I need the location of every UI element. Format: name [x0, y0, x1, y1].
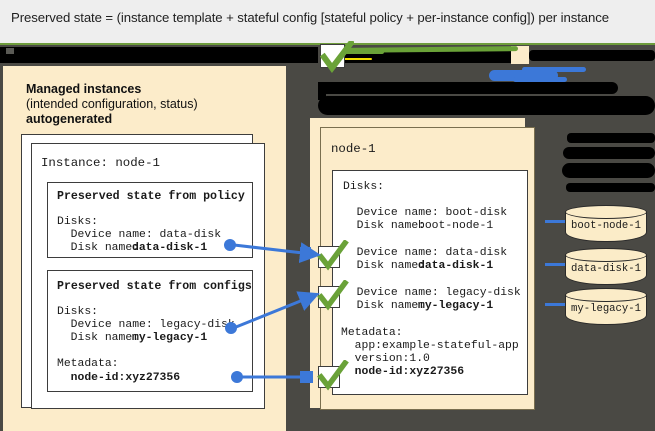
check-box-node-id [318, 366, 340, 388]
policy-box-device-name: Device name: data-disk [57, 229, 222, 241]
runtime-entry-2-disk-prefix: Disk name: [343, 300, 432, 312]
redaction-bar-top-right-b [529, 50, 655, 61]
preserved-state-configs-box [47, 270, 253, 392]
yellow-underline-stroke [342, 58, 372, 60]
redaction-right-2 [563, 147, 655, 159]
runtime-entry-2-device: Device name: legacy-disk [343, 287, 521, 299]
runtime-disks-label: Disks: [343, 181, 385, 193]
managed-instances-title: Managed instances [26, 82, 142, 96]
blue-scribble-a [489, 70, 558, 81]
disk-link-data [545, 263, 570, 266]
disk-cylinder-legacy: my-legacy-1 [565, 288, 647, 328]
redaction-bar-top-left-small [6, 48, 14, 54]
runtime-entry-0-disk-value: boot-node-1 [418, 220, 494, 232]
redaction-right-1 [567, 133, 655, 143]
policy-box-disk-name-value: data-disk-1 [132, 242, 208, 254]
disk-top-data [565, 248, 647, 262]
configs-box-disk-name-value: my-legacy-1 [132, 332, 208, 344]
runtime-entry-1-device: Device name: data-disk [343, 247, 508, 259]
blue-scribble-c [513, 77, 567, 82]
redaction-right-4 [566, 183, 655, 192]
policy-box-disks-label: Disks: [57, 216, 99, 228]
caption-strip: Preserved state = (instance template + s… [0, 0, 655, 45]
redaction-bar-row2-b [318, 96, 655, 115]
disk-label-legacy: my-legacy-1 [571, 303, 641, 315]
redaction-notch [318, 82, 326, 100]
redaction-bar-top-left [0, 47, 318, 63]
runtime-entry-0-disk-prefix: Disk name: [343, 220, 432, 232]
runtime-entry-1-disk-prefix: Disk name: [343, 260, 432, 272]
disk-link-boot [545, 220, 570, 223]
configs-box-title: Preserved state from configs [57, 280, 252, 293]
redaction-right-3 [562, 163, 655, 178]
configs-box-metadata-label: Metadata: [57, 358, 119, 370]
check-box-data-disk [318, 246, 340, 268]
configs-box-metadata-value: node-id:xyz27356 [57, 372, 181, 384]
runtime-instance-name: node-1 [331, 142, 376, 156]
managed-instances-subtitle: (intended configuration, status) [26, 97, 198, 111]
green-highlight-stroke-2 [334, 50, 384, 54]
disk-cylinder-boot: boot-node-1 [565, 205, 647, 245]
disk-link-legacy [545, 303, 570, 306]
disk-cylinder-data: data-disk-1 [565, 248, 647, 288]
disk-top-boot [565, 205, 647, 219]
runtime-disks-box [332, 170, 528, 395]
configs-box-disks-label: Disks: [57, 306, 99, 318]
runtime-metadata-label: Metadata: [341, 327, 403, 339]
runtime-metadata-node-id: node-id:xyz27356 [341, 366, 465, 378]
configs-box-disk-name-prefix: Disk name: [57, 332, 146, 344]
check-box-legacy-disk [318, 286, 340, 308]
caption-text: Preserved state = (instance template + s… [11, 10, 609, 25]
runtime-metadata-line-0: app:example-stateful-app [341, 340, 519, 352]
policy-box-title: Preserved state from policy [57, 190, 245, 203]
runtime-entry-1-disk-value: data-disk-1 [418, 260, 494, 272]
blue-scribble-b [522, 67, 586, 72]
runtime-metadata-line-1: version:1.0 [341, 353, 430, 365]
runtime-entry-0-device: Device name: boot-disk [343, 207, 508, 219]
runtime-entry-2-disk-value: my-legacy-1 [418, 300, 494, 312]
managed-instances-note: autogenerated [26, 112, 113, 126]
redaction-bar-row2-a [318, 82, 618, 94]
policy-box-disk-name-prefix: Disk name: [57, 242, 146, 254]
preserved-state-policy-box [47, 182, 253, 258]
disk-label-boot: boot-node-1 [571, 220, 641, 232]
disk-top-legacy [565, 288, 647, 302]
instance-card-heading: Instance: node-1 [41, 156, 160, 170]
disk-label-data: data-disk-1 [571, 263, 641, 275]
configs-box-device-name: Device name: legacy-disk [57, 319, 235, 331]
check-box-header [320, 44, 345, 68]
